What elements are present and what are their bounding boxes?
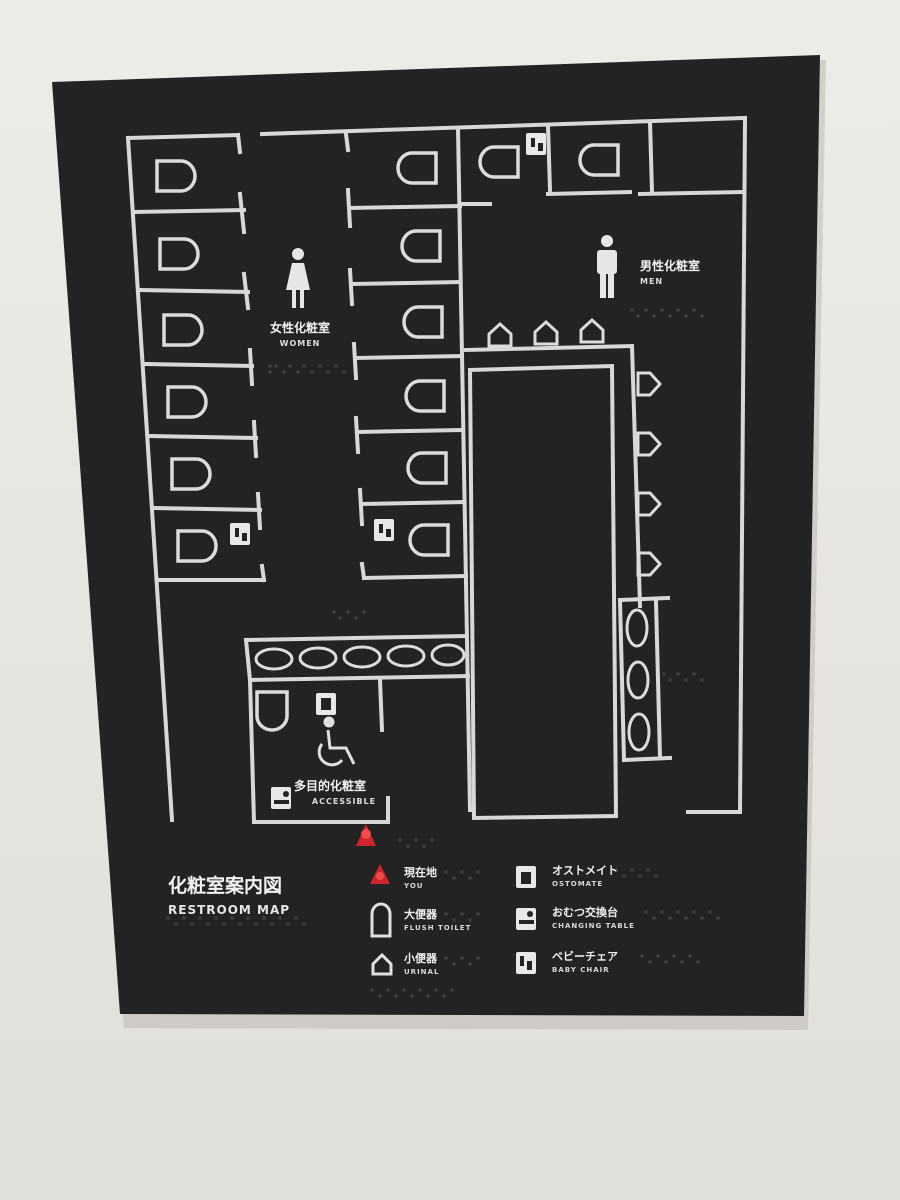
ostomate-icon <box>316 693 336 715</box>
legend-changing-table-en: CHANGING TABLE <box>552 922 635 930</box>
legend-changing-table-jp: おむつ交換台 <box>552 905 618 919</box>
accessible-label-en: ACCESSIBLE <box>312 797 376 806</box>
changing-table-icon <box>516 908 536 930</box>
legend-ostomate-en: OSTOMATE <box>552 880 603 888</box>
you-are-here-marker <box>356 824 376 846</box>
alcove-urinals <box>625 608 651 752</box>
legend-baby-chair-jp: ベビーチェア <box>552 949 618 963</box>
sink-row <box>254 643 466 671</box>
floor-plan-walls <box>125 115 748 824</box>
baby-chair-icon <box>516 952 536 974</box>
sign-title-en: RESTROOM MAP <box>168 903 290 917</box>
legend-ostomate-jp: オストメイト <box>552 864 618 877</box>
sign-title-jp: 化粧室案内図 <box>168 874 282 897</box>
women-figure-icon <box>286 248 310 308</box>
men-label-jp: 男性化粧室 <box>640 258 700 273</box>
legend-urinal-jp: 小便器 <box>403 951 438 965</box>
wheelchair-icon <box>317 716 356 767</box>
women-label-en: WOMEN <box>280 339 321 348</box>
legend-you-en: YOU <box>403 882 423 890</box>
legend-flush-toilet-en: FLUSH TOILET <box>404 924 471 932</box>
urinal-icon <box>371 952 393 976</box>
legend-baby-chair-en: BABY CHAIR <box>552 966 610 974</box>
men-figure-icon <box>597 235 617 298</box>
legend-flush-toilet-jp: 大便器 <box>404 907 438 921</box>
changing-table-icon <box>271 787 291 809</box>
accessible-label-jp: 多目的化粧室 <box>294 778 366 793</box>
sign-plate <box>52 55 820 1016</box>
legend-you-jp: 現在地 <box>404 865 437 879</box>
women-label-jp: 女性化粧室 <box>270 320 330 335</box>
braille-dots <box>166 308 720 998</box>
you-are-here-marker-icon <box>370 864 390 884</box>
legend-urinal-en: URINAL <box>404 968 439 976</box>
men-label-en: MEN <box>640 277 663 286</box>
ostomate-icon <box>516 866 536 888</box>
flush-toilet-icon <box>370 902 392 938</box>
legend: 現在地 YOU 大便器 FLUSH TOILET 小便器 URINAL オストメ… <box>370 864 635 976</box>
